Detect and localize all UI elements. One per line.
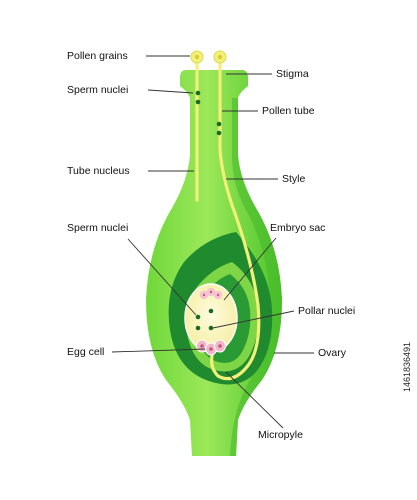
antipodal-dot-2 (209, 290, 213, 294)
synergid-left-nucleus (200, 344, 204, 348)
sperm-nucleus-sac-2 (195, 325, 201, 331)
leader-sperm-nuclei-mid (127, 238, 197, 316)
sperm-nucleus-sac-1 (195, 314, 201, 320)
antipodal-dot-3 (216, 293, 220, 297)
leader-lines (111, 55, 314, 429)
tube-nuclei-right-1 (216, 121, 222, 127)
label-pollen-tube: Pollen tube (262, 105, 315, 117)
sperm-nucleus-top-1 (195, 90, 201, 96)
label-embryo-sac: Embryo sac (270, 222, 326, 234)
leader-micropyle (225, 371, 284, 429)
synergid-right-nucleus (218, 344, 222, 348)
polar-nucleus-1 (208, 308, 214, 314)
leader-egg-cell (111, 348, 206, 353)
polar-nucleus-2 (208, 325, 214, 331)
label-tube-nucleus: Tube nucleus (67, 165, 130, 177)
pistil-shade (230, 98, 282, 456)
label-egg-cell: Egg cell (67, 346, 105, 358)
label-polar-nuclei: Pollar nuclei (298, 305, 356, 317)
label-pollen-grains: Pollen grains (67, 50, 128, 62)
leader-embryo-sac (223, 237, 277, 301)
leader-polar-nuclei (212, 310, 295, 329)
label-sperm-nuclei-top: Sperm nuclei (67, 84, 129, 96)
antipodal-dot-1 (202, 293, 206, 297)
label-ovary: Ovary (318, 347, 347, 359)
pollen-tube-right (210, 58, 261, 381)
label-micropyle: Micropyle (258, 429, 303, 441)
leader-sperm-nuclei-top (147, 89, 194, 94)
label-sperm-nuclei-mid: Sperm nuclei (67, 222, 129, 234)
pollen-grain-right-core (217, 54, 223, 60)
sperm-nucleus-top-2 (195, 99, 201, 105)
label-stigma: Stigma (276, 68, 309, 80)
tube-nuclei-right-2 (216, 130, 222, 136)
label-style: Style (282, 173, 306, 185)
side-id-text: 1461836491 (402, 341, 412, 392)
pollen-grain-left-core (194, 54, 200, 60)
egg-cell-nucleus (209, 347, 213, 351)
